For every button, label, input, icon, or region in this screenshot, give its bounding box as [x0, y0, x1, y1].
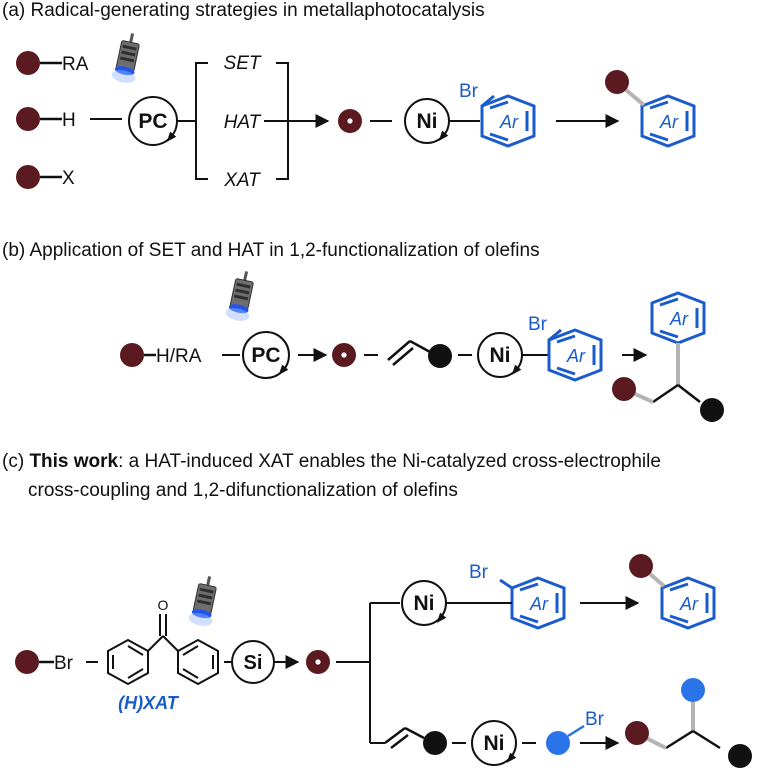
substrate-label-h: H [62, 110, 76, 131]
mechanism-set-label: SET [224, 53, 262, 74]
nickel-label-lower: Ni [484, 732, 505, 755]
panel-c-scheme: Br O (H)XAT Si Ni [15, 554, 752, 768]
bromide-label: Br [459, 81, 479, 102]
radical-precursor-dot [120, 343, 144, 367]
benzophenone-structure: O [107, 597, 219, 686]
light-source-icon [186, 573, 222, 629]
nickel-cycle-icon-lower [471, 720, 517, 766]
panel-c-heading-bold: This work [29, 451, 119, 472]
aryl-bromide-ring: Ar [547, 328, 603, 382]
olefin-lower [370, 726, 447, 755]
nickel-label-upper: Ni [414, 592, 435, 615]
aryl-label: Ar [499, 112, 519, 132]
bromide-label-upper: Br [469, 562, 489, 583]
panel-b-heading: (b) Application of SET and HAT in 1,2-fu… [2, 240, 540, 261]
photocatalyst-label: PC [138, 110, 167, 133]
radical-precursor-dot-x [16, 165, 40, 189]
difunctionalized-product: Ar [612, 291, 724, 422]
alkyl-bromide-dot [15, 650, 39, 674]
mechanism-hat-label: HAT [224, 112, 262, 133]
radical-precursor-dot-ra [16, 51, 40, 75]
panel-c-heading-prefix: (c) [2, 451, 30, 472]
alkyl-bromide-label: Br [54, 653, 74, 674]
panel-a-heading: (a) Radical-generating strategies in met… [2, 0, 485, 21]
aryl-label: Ar [566, 346, 586, 366]
panel-b-scheme: H/RA PC Ni Ar Br [120, 268, 724, 422]
panel-c-heading: (c) This work: a HAT-induced XAT enables… [2, 447, 661, 505]
alkyl-bromide-blue-dot [546, 731, 570, 755]
panel-c-heading-rest: : a HAT-induced XAT enables the Ni-catal… [118, 451, 661, 472]
product-aryl-label: Ar [659, 112, 679, 132]
substrate-label-x: X [62, 168, 75, 189]
substrate-label-h-ra: H/RA [156, 346, 202, 367]
nickel-label: Ni [490, 344, 511, 367]
aryl-label-upper: Ar [529, 594, 549, 614]
carbonyl-oxygen-label: O [158, 597, 169, 613]
radical-precursor-dot-h [16, 107, 40, 131]
light-source-icon [223, 268, 259, 324]
aryl-bromide-ring-upper: Ar [480, 576, 566, 630]
aryl-bromide-ring: Ar [480, 94, 536, 148]
photocatalyst-label: PC [251, 344, 280, 367]
panel-a-scheme: RA H X PC SET HAT XAT Ni Ar [16, 30, 696, 191]
panel-c-heading-line2: cross-coupling and 1,2-difunctionalizati… [28, 480, 458, 501]
hxat-reagent-label: (H)XAT [118, 693, 180, 713]
dialkylated-product [625, 678, 752, 768]
photocatalyst-cycle-icon [242, 331, 290, 379]
product-arene-upper: Ar [629, 554, 716, 630]
light-source-icon [109, 30, 145, 86]
nickel-label: Ni [417, 110, 438, 133]
product-aryl-label-upper: Ar [679, 594, 699, 614]
silane-label: Si [244, 652, 263, 674]
alkyl-bromide-label-lower: Br [585, 709, 605, 730]
olefin [387, 339, 452, 368]
substrate-label-ra: RA [62, 54, 89, 75]
bromide-label: Br [528, 314, 548, 335]
product-arene: Ar [605, 70, 696, 148]
product-aryl-label: Ar [669, 309, 689, 329]
mechanism-xat-label: XAT [223, 170, 261, 191]
